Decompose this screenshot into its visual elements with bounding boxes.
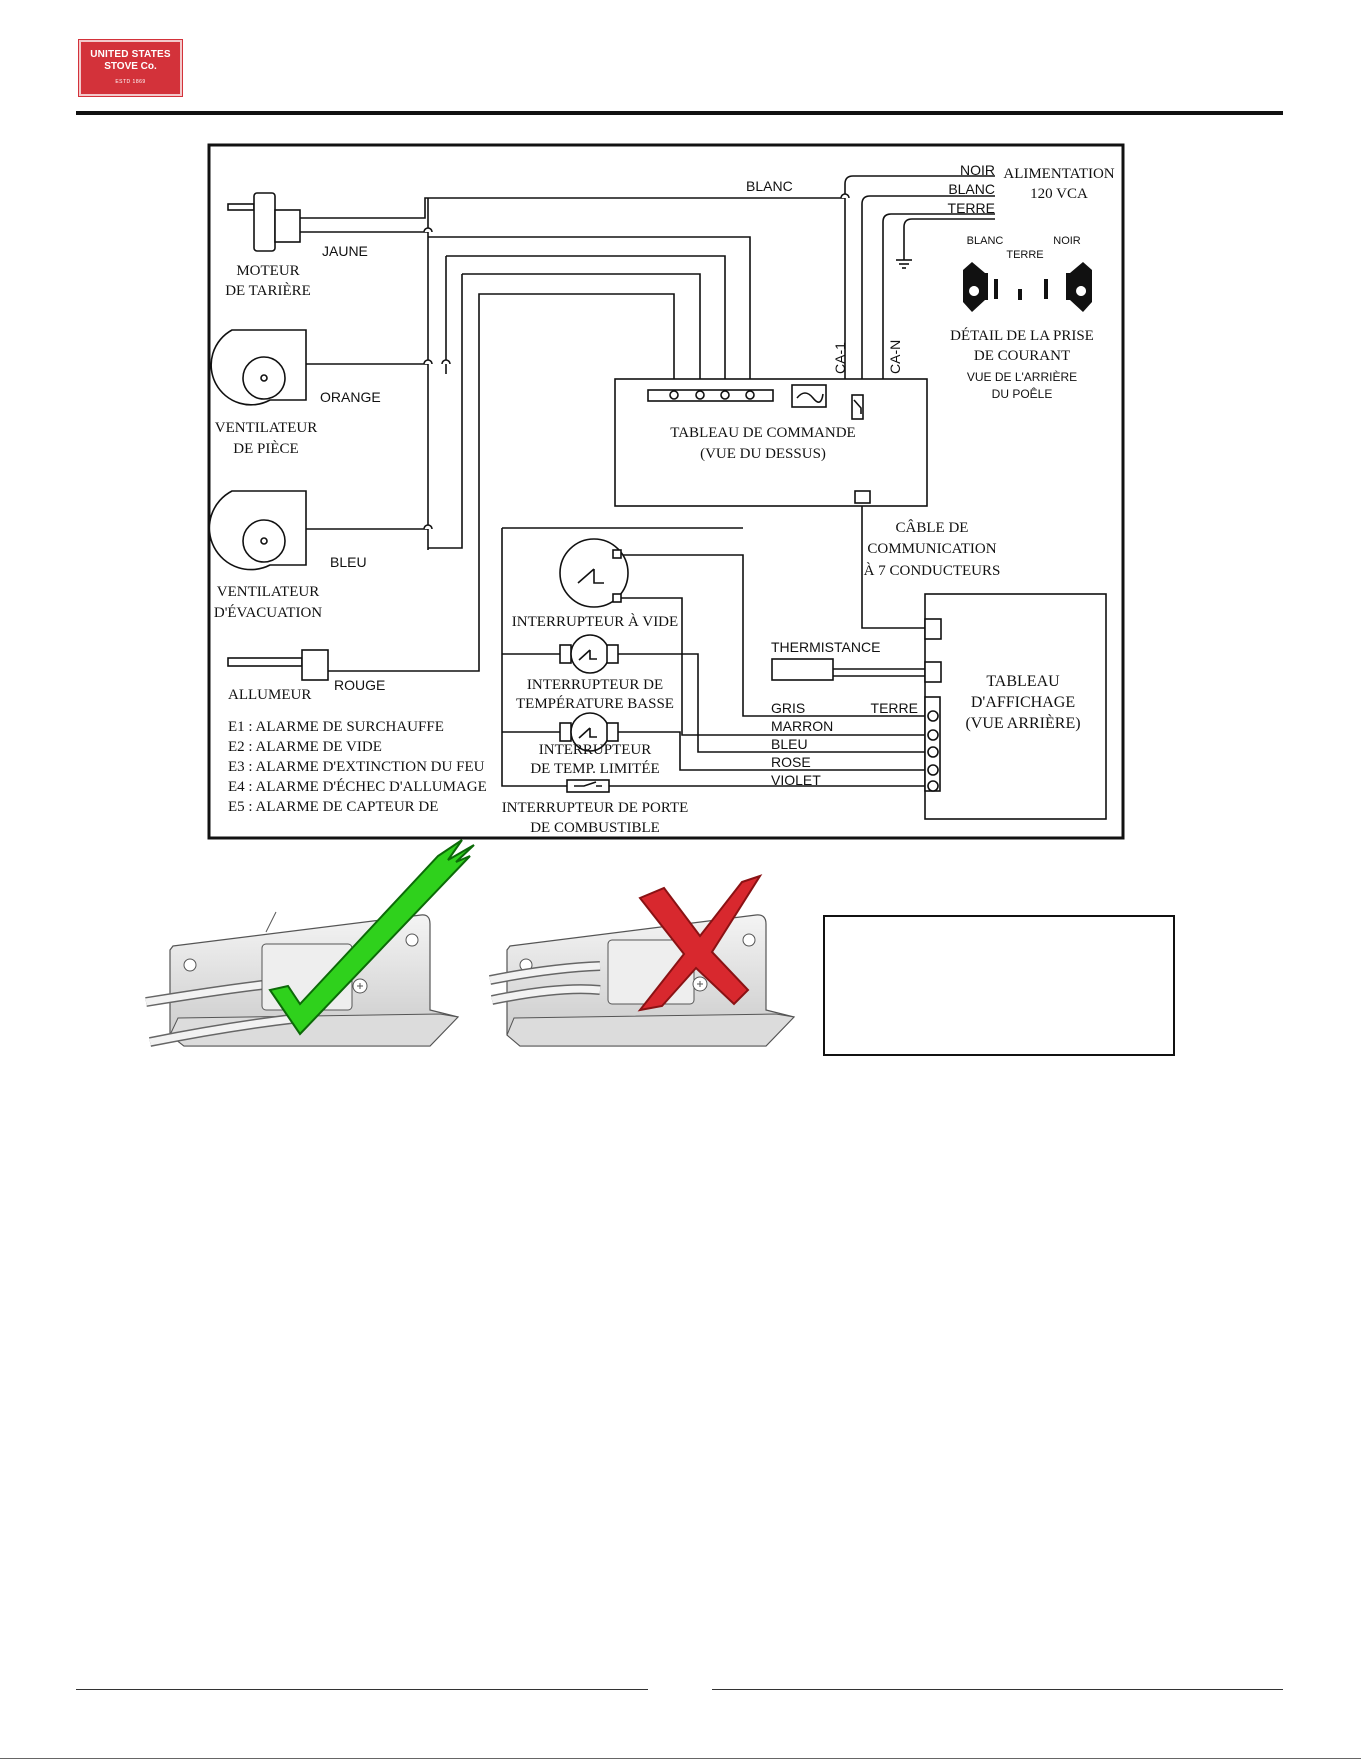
ground-symbol (896, 259, 912, 269)
door-switch-label-2: DE COMBUSTIBLE (530, 820, 660, 836)
wire-label-marron: MARRON (771, 718, 833, 734)
display-board (924, 593, 1107, 820)
empty-note-box (823, 915, 1175, 1056)
thermistor (771, 658, 834, 681)
outlet-view-label-2: DU POÊLE (992, 386, 1053, 401)
logo-line-1: UNITED STATES (90, 49, 171, 60)
alarm-e1: E1 : ALARME DE SURCHAUFFE (228, 719, 444, 735)
room-fan-label-1: VENTILATEUR (215, 420, 317, 436)
outlet-label-blanc: BLANC (967, 235, 1004, 247)
fuel-door-switch (566, 779, 610, 793)
wire-lines (300, 175, 995, 787)
exhaust-fan (208, 490, 307, 571)
comm-cable-label-2: COMMUNICATION (867, 541, 996, 557)
power-supply-label-1: ALIMENTATION (1003, 166, 1114, 182)
limit-switch-label-1: INTERRUPTEUR (539, 742, 652, 758)
terminal-label-can: CA-N (887, 340, 903, 374)
display-board-label-1: TABLEAU (986, 673, 1060, 690)
control-board-label-1: TABLEAU DE COMMANDE (670, 425, 855, 441)
comm-cable-label-1: CÂBLE DE (896, 519, 969, 536)
alarm-e3: E3 : ALARME D'EXTINCTION DU FEU (228, 759, 485, 775)
wrong-installation-photo (489, 874, 796, 1047)
display-board-label-3: (VUE ARRIÈRE) (965, 713, 1080, 732)
footer-rule-right (712, 1689, 1283, 1690)
thermistor-label: THERMISTANCE (771, 639, 880, 655)
correct-installation-photo (145, 839, 475, 1047)
limit-switch (559, 712, 619, 752)
display-board-label-2: D'AFFICHAGE (971, 694, 1075, 711)
control-board-label-2: (VUE DU DESSUS) (700, 446, 826, 462)
outlet-detail-label-1: DÉTAIL DE LA PRISE (950, 327, 1094, 344)
power-supply-label-2: 120 VCA (1030, 186, 1088, 202)
wire-crossovers (423, 193, 850, 530)
alarm-e5: E5 : ALARME DE CAPTEUR DE (228, 799, 438, 815)
alarm-e4: E4 : ALARME D'ÉCHEC D'ALLUMAGE (228, 778, 487, 795)
wire-label-orange: ORANGE (320, 389, 381, 405)
logo-line-2: STOVE Co. (104, 61, 157, 72)
vacuum-switch (559, 538, 629, 608)
footer-rule-left (76, 1689, 648, 1690)
room-fan (210, 329, 307, 406)
auger-motor-label-1: MOTEUR (236, 263, 299, 279)
limit-switch-label-2: DE TEMP. LIMITÉE (530, 760, 659, 777)
x-mark-icon (637, 874, 763, 1012)
supply-wire-terre: TERRE (948, 200, 995, 216)
wire-label-violet: VIOLET (771, 772, 821, 788)
outlet-label-terre: TERRE (1006, 249, 1043, 261)
auger-motor-label-2: DE TARIÈRE (225, 282, 311, 299)
room-fan-label-2: DE PIÈCE (233, 440, 298, 457)
diagram-frame (207, 143, 1125, 840)
vacuum-switch-label: INTERRUPTEUR À VIDE (512, 613, 678, 630)
control-board (614, 378, 928, 507)
wire-label-bleu-display: BLEU (771, 736, 808, 752)
low-temp-switch (559, 634, 619, 674)
auger-motor (227, 192, 301, 252)
outlet-view-label-1: VUE DE L'ARRIÈRE (967, 369, 1077, 384)
low-temp-switch-label-1: INTERRUPTEUR DE (527, 677, 663, 693)
wire-label-rose: ROSE (771, 754, 811, 770)
wire-label-jaune: JAUNE (322, 243, 368, 259)
low-temp-switch-label-2: TEMPÉRATURE BASSE (516, 695, 674, 712)
wire-label-bleu: BLEU (330, 554, 367, 570)
wire-label-rouge: ROUGE (334, 677, 385, 693)
alarm-e2: E2 : ALARME DE VIDE (228, 739, 382, 755)
igniter-label: ALLUMEUR (228, 687, 311, 703)
comm-cable-label-3: À 7 CONDUCTEURS (864, 562, 1001, 579)
supply-wire-blanc: BLANC (948, 181, 995, 197)
exhaust-fan-label-1: VENTILATEUR (217, 584, 319, 600)
outlet-detail (963, 262, 1092, 312)
terminal-label-ca1: CA-1 (832, 342, 848, 374)
checkmark-icon (268, 839, 475, 1036)
outlet-label-noir: NOIR (1053, 235, 1081, 247)
brand-logo: UNITED STATES STOVE Co. ESTD 1869 (78, 39, 183, 97)
door-switch-label-1: INTERRUPTEUR DE PORTE (502, 800, 689, 816)
logo-line-3: ESTD 1869 (115, 79, 146, 85)
supply-wire-noir: NOIR (960, 162, 995, 178)
igniter (227, 649, 329, 681)
page-bottom-rule (0, 1758, 1361, 1759)
wire-label-gris: GRIS (771, 700, 805, 716)
outlet-detail-label-2: DE COURANT (974, 348, 1070, 364)
header-rule (76, 111, 1283, 115)
exhaust-fan-label-2: D'ÉVACUATION (214, 604, 322, 621)
wire-label-terre-display: TERRE (871, 700, 918, 716)
wire-label-blanc-top: BLANC (746, 178, 793, 194)
